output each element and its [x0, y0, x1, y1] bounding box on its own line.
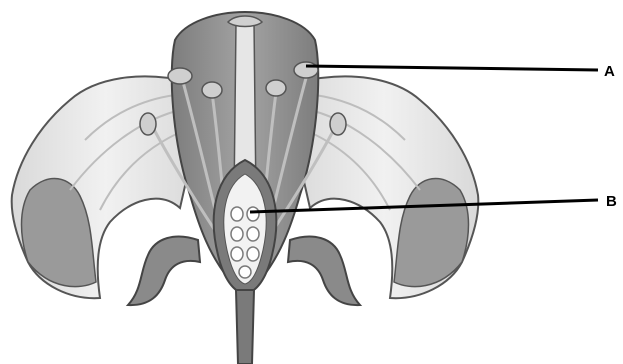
anther-right-inner [266, 80, 286, 96]
stalk [236, 290, 254, 364]
left-sepal [128, 236, 200, 305]
right-sepal [288, 236, 360, 305]
anther-right-low [330, 113, 346, 135]
label-b: B [606, 193, 617, 210]
anther-right-outer [294, 62, 318, 78]
leader-line-a [306, 66, 598, 70]
anther-left-low [140, 113, 156, 135]
anther-left-outer [168, 68, 192, 84]
label-a: A [604, 63, 615, 80]
stigma [228, 16, 262, 27]
anther-left-inner [202, 82, 222, 98]
